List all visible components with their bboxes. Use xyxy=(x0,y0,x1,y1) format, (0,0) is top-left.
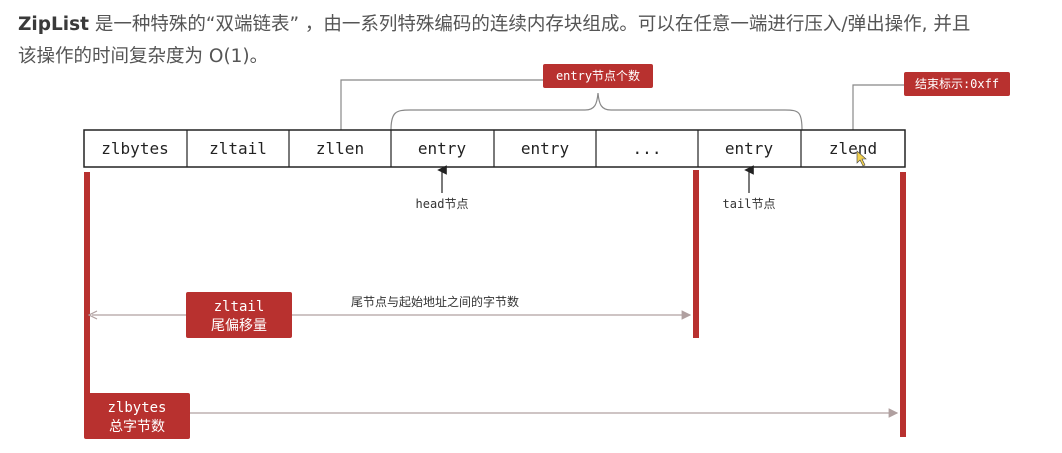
cell-entry: entry xyxy=(521,139,570,158)
cell-zltail: zltail xyxy=(209,139,267,158)
end-mark-tag xyxy=(904,72,1010,96)
zllen-connector xyxy=(340,79,543,130)
cell-ellipsis: ... xyxy=(633,139,662,158)
zlbytes-badge-line2: 总字节数 xyxy=(109,419,165,435)
zlbytes-badge xyxy=(84,393,190,439)
entries-brace xyxy=(390,92,803,131)
mouse-cursor-icon xyxy=(856,150,867,167)
zltail-badge-line2: 尾偏移量 xyxy=(211,318,267,334)
end-mark-tag-label: 结束标示:0xff xyxy=(915,77,999,91)
intro-line1: 是一种特殊的“双端链表” ，由一系列特殊编码的连续内存块组成。可以在任意一端进行… xyxy=(88,14,971,35)
cell-entry-head: entry xyxy=(418,139,467,158)
tail-offset-bar xyxy=(693,170,699,338)
total-length-bar xyxy=(900,172,906,437)
zltail-badge-line1: zltail xyxy=(214,299,265,315)
entry-count-tag-label: entry节点个数 xyxy=(556,68,640,83)
zlend-connector xyxy=(852,84,905,130)
intro-line2: 该操作的时间复杂度为 O(1)。 xyxy=(18,46,269,67)
head-label: head节点 xyxy=(416,197,469,211)
tail-distance-label: 尾节点与起始地址之间的字节数 xyxy=(351,294,519,309)
cell-entry-tail: entry xyxy=(725,139,774,158)
start-address-bar xyxy=(84,172,90,437)
tail-label: tail节点 xyxy=(723,197,776,211)
zltail-badge xyxy=(186,292,292,338)
cell-zllen: zllen xyxy=(316,139,364,158)
cell-zlend: zlend xyxy=(829,139,877,158)
intro-paragraph: ZipList 是一种特殊的“双端链表” ，由一系列特殊编码的连续内存块组成。可… xyxy=(18,9,1048,73)
ziplist-cells: zlbytes zltail zllen entry entry ... ent… xyxy=(83,129,906,168)
zlbytes-badge-line1: zlbytes xyxy=(107,400,166,416)
intro-term: ZipList xyxy=(18,14,89,35)
cell-zlbytes: zlbytes xyxy=(101,139,168,158)
zltail-offset-arrow-head-left xyxy=(87,310,98,320)
entry-count-tag xyxy=(543,64,653,88)
